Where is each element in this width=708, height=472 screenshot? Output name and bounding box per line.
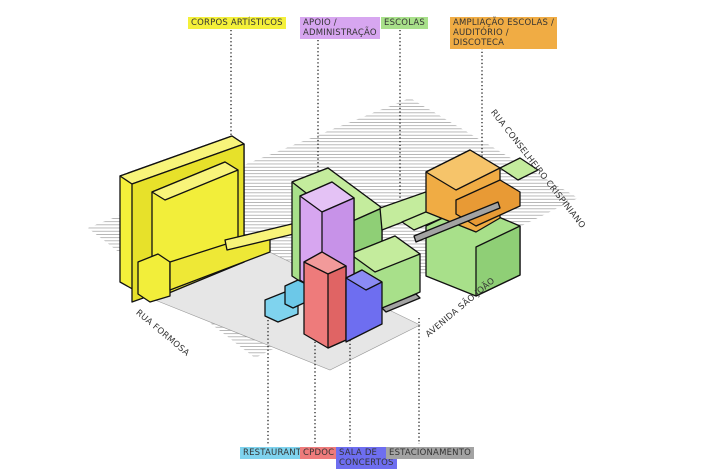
label-corpos-artisticos: CORPOS ARTÍSTICOS: [188, 17, 286, 29]
label-apoio-administracao: APOIO / ADMINISTRAÇÃO: [300, 17, 380, 39]
label-cpdoc: CPDOC: [300, 447, 338, 459]
label-sala-de-concertos: SALA DE CONCERTOS: [336, 447, 397, 469]
label-ampliacao: AMPLIAÇÃO ESCOLAS / AUDITÓRIO / DISCOTEC…: [450, 17, 558, 49]
label-escolas: ESCOLAS: [381, 17, 428, 29]
building-cpdoc: [303, 251, 347, 349]
label-restaurante: RESTAURANTE: [240, 447, 310, 459]
leader-lines: [230, 30, 483, 444]
building-restaurante: [264, 279, 307, 323]
building-corpos-artisticos: [119, 135, 303, 303]
building-sala-de-concertos: [345, 269, 383, 343]
building-estacionamento: [381, 201, 501, 313]
label-estacionamento: ESTACIONAMENTO: [386, 447, 475, 459]
